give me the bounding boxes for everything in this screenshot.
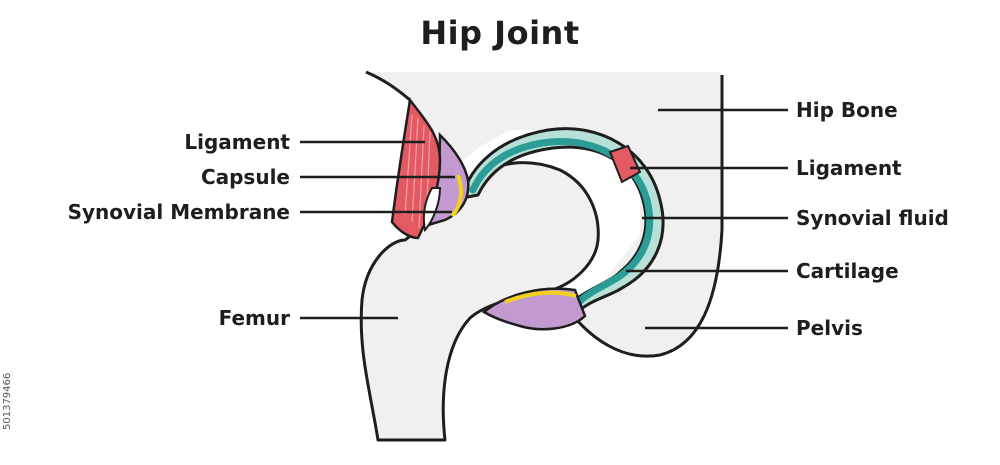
ligament-notch <box>422 187 442 233</box>
label-synovial-membrane: Synovial Membrane <box>67 200 290 224</box>
label-capsule: Capsule <box>200 165 290 189</box>
diagram-title: Hip Joint <box>420 14 580 52</box>
label-hip-bone: Hip Bone <box>796 98 898 122</box>
stock-id-watermark: 501379466 <box>2 372 13 430</box>
ligament-right-band <box>608 144 642 184</box>
label-ligament-left: Ligament <box>184 130 290 154</box>
label-pelvis: Pelvis <box>796 316 863 340</box>
hip-bone-shape <box>370 72 722 357</box>
synovial-membrane-strip <box>450 174 463 218</box>
label-cartilage: Cartilage <box>796 259 899 283</box>
leader-lines-right <box>626 108 788 330</box>
label-ligament-right: Ligament <box>796 156 902 180</box>
synovial-fluid-strip <box>469 138 654 308</box>
leader-lines-left <box>300 140 455 320</box>
lower-membrane <box>504 290 577 304</box>
label-synovial-fluid: Synovial fluid <box>796 206 949 230</box>
label-femur: Femur <box>218 306 290 330</box>
hip-bone-top-outline <box>365 70 411 102</box>
